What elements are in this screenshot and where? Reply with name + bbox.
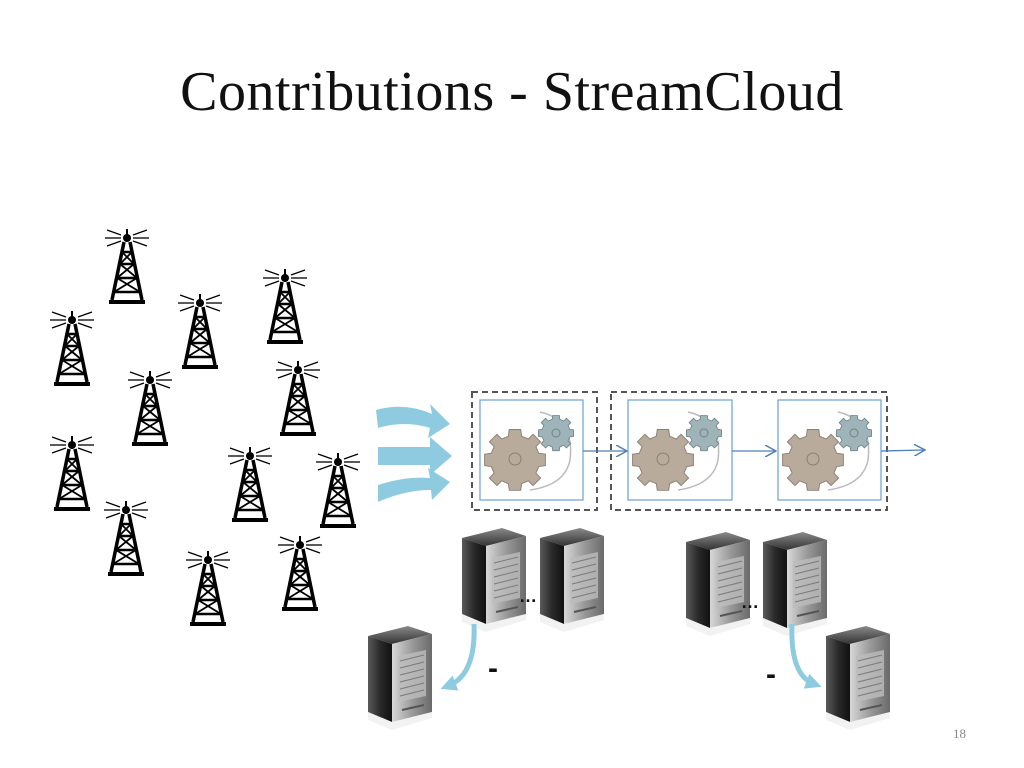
gear-icon xyxy=(632,429,694,491)
left-cluster-ellipsis: … xyxy=(519,586,538,606)
antenna-tower-icon xyxy=(226,445,274,524)
stream-arrow xyxy=(378,468,450,502)
antenna-tower-icon xyxy=(184,549,232,628)
server-icon xyxy=(539,527,605,633)
left-change-label: - xyxy=(488,652,498,685)
server-icon xyxy=(367,625,433,731)
server-icon xyxy=(461,527,527,633)
antenna-towers xyxy=(48,227,362,628)
antenna-tower-icon xyxy=(176,292,224,371)
antenna-tower-icon xyxy=(48,309,96,388)
right-cluster-ellipsis: … xyxy=(741,592,760,612)
server-icon xyxy=(825,625,891,731)
flow-arrow xyxy=(880,450,925,451)
antenna-tower-icon xyxy=(102,499,150,578)
antenna-tower-icon xyxy=(261,267,309,346)
server-icon xyxy=(685,531,751,637)
gear-icon xyxy=(484,429,546,491)
antenna-tower-icon xyxy=(314,451,362,530)
input-stream-arrows xyxy=(376,404,452,502)
remove-node-arrow xyxy=(440,623,477,691)
operator xyxy=(777,399,882,501)
gear-icon xyxy=(835,415,873,452)
servers xyxy=(367,527,891,731)
page-number: 18 xyxy=(953,726,966,741)
provision-node-arrow xyxy=(789,623,822,689)
slide-title: Contributions - StreamCloud xyxy=(180,61,844,123)
operator xyxy=(627,399,733,501)
right-change-label: - xyxy=(766,658,776,691)
antenna-tower-icon xyxy=(126,369,174,448)
server-icon xyxy=(762,531,828,637)
antenna-tower-icon xyxy=(103,227,151,306)
gear-icon xyxy=(537,415,575,452)
gear-icon xyxy=(685,415,723,452)
gear-icon xyxy=(782,429,844,491)
antenna-tower-icon xyxy=(274,359,322,438)
stream-arrow xyxy=(376,404,450,438)
antenna-tower-icon xyxy=(276,534,324,613)
antenna-tower-icon xyxy=(48,434,96,513)
operator xyxy=(479,399,584,501)
stream-arrow xyxy=(378,437,452,475)
